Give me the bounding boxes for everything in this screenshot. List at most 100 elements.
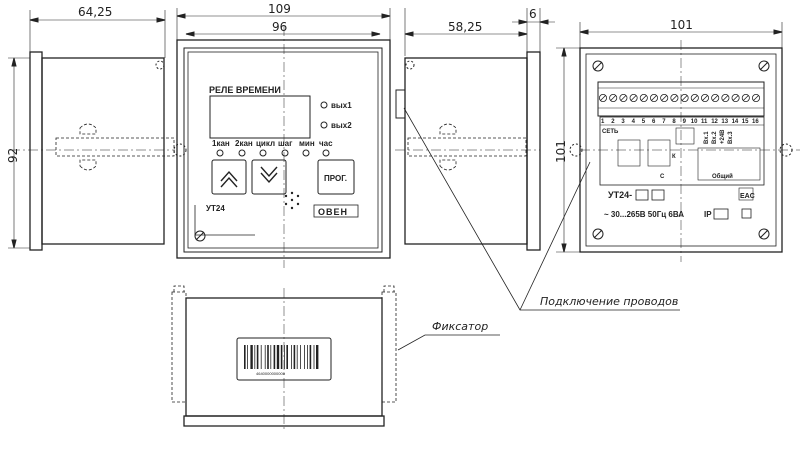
terminal-screw-slot [610,95,616,101]
terminal-number: 1 [601,119,605,125]
leader-lines [397,107,680,351]
barcode-bar [260,345,262,369]
dim-front-inner: 96 [272,20,287,34]
wires-annotation: Подключение проводов [540,295,678,308]
terminal-number: 3 [621,119,625,125]
barcode-bar [244,345,246,369]
barcode-bar [273,345,276,369]
terminal-screw [660,94,669,103]
barcode-number: 4640000000000 [256,371,286,376]
barcode-bar [316,345,319,369]
terminal-screw-slot [743,95,749,101]
terminal-number: 16 [752,119,759,125]
barcode-bar [250,345,253,369]
barcode-bar [270,345,272,369]
terminal-screw-slot [681,95,688,101]
input-label: Вх.1 [704,131,710,144]
input-label: Вх.2 [712,131,718,144]
terminal-screw [650,94,659,103]
terminal-screw [599,94,608,103]
barcode-bar [291,345,292,369]
mode-label: 1кан [212,139,230,148]
model-label: УТ24 [206,204,225,213]
terminal-screw [752,94,761,103]
terminal-number: 4 [632,119,636,125]
out2-label: вых2 [331,121,352,130]
barcode-bar [284,345,285,369]
terminal-number: 12 [711,119,718,125]
back-view [556,22,800,262]
barcode-bar [280,345,283,369]
barcode-bar [293,345,296,369]
input-labels: Вх.1 Вх.2 +24В Вх.3 [704,129,734,144]
terminal-screw-slot [753,95,759,101]
terminal-screw-slot [702,95,708,101]
mode-label: мин [299,139,315,148]
terminal-number: 5 [642,119,646,125]
terminal-screw [690,94,699,103]
terminal-screw-slot [600,95,606,101]
front-view [176,8,391,268]
network-label: СЕТЬ [602,129,619,135]
panel-title: РЕЛЕ ВРЕМЕНИ [209,85,281,95]
dim-front-outer: 109 [268,2,291,16]
barcode-bar [304,345,305,369]
mode-label: цикл [256,139,275,148]
dim-back-width: 101 [670,18,693,32]
mode-label: 2кан [235,139,253,148]
barcode-bar [256,345,259,369]
terminal-screw [731,94,740,103]
terminal-screw [741,94,750,103]
terminal-screw [701,94,710,103]
latch-annotation: Фиксатор [432,320,488,333]
common-label: Общий [712,173,733,180]
dim-side-tab: 6 [529,7,537,21]
barcode-bar [313,345,315,369]
terminal-screw-slot [722,95,729,101]
k-label: К [672,154,676,160]
left-side-view [8,10,187,251]
terminal-number: 9 [683,119,687,125]
terminal-screw [609,94,618,103]
terminal-number: 7 [662,119,666,125]
terminal-screw-slot [661,95,667,101]
out1-label: вых1 [331,101,352,110]
barcode-bar [309,345,312,369]
terminal-number: 10 [691,119,698,125]
terminal-screw-slot [641,95,647,101]
terminal-number: 6 [652,119,656,125]
terminal-screw-slot [732,95,739,101]
barcode-bar [267,345,269,369]
barcode-bar [307,345,308,369]
terminal-screw-slot [620,95,627,101]
terminal-screw-slot [692,95,698,101]
dim-left-width: 64,25 [78,5,112,19]
terminal-number: 14 [732,119,739,125]
dim-side-width: 58,25 [448,20,482,34]
prog-button[interactable]: ПРОГ. [324,174,347,183]
terminal-screw [670,94,679,103]
ip-label: IP [704,210,712,219]
barcode-bar [286,345,288,369]
terminal-screw [619,94,628,103]
mode-label: час [319,139,333,148]
mode-labels: 1кан 2кан цикл шаг мин час [212,139,333,148]
terminal-screw-slot [630,95,637,101]
terminal-screw-slot [651,95,657,101]
terminal-number: 11 [701,119,708,125]
terminal-screw-slot [712,95,718,101]
barcode-bar [276,345,280,369]
terminal-screw [711,94,720,103]
mode-label: шаг [278,139,293,148]
input-label: +24В [720,129,726,144]
barcode-bar [254,345,256,369]
barcode-bar [264,345,266,369]
terminal-screw [629,94,638,103]
right-side-view [395,8,555,251]
terminal-screw [639,94,648,103]
input-label: Вх.3 [728,131,734,144]
eac-mark: EAC [740,193,755,200]
terminal-number: 2 [611,119,615,125]
